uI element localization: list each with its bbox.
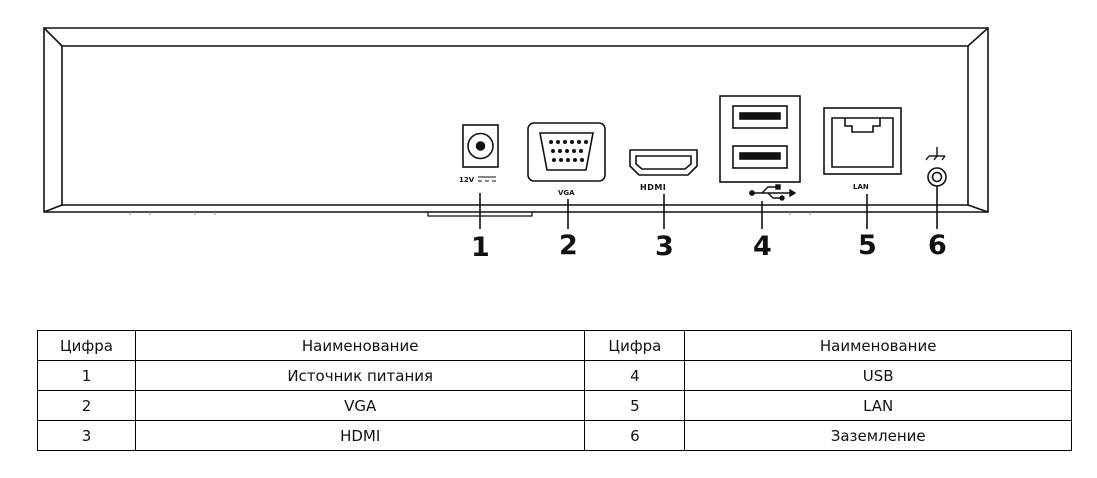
ground-icon: [925, 147, 946, 161]
usb-ports: [719, 95, 801, 201]
dc-symbol: [478, 176, 496, 182]
row-number: 2: [37, 390, 136, 421]
port-legend-table: Цифра Наименование Цифра Наименование 1 …: [37, 330, 1072, 451]
nvr-rear-panel-diagram: 12V VGA HDMI: [43, 27, 989, 263]
vga-port-label: VGA: [558, 189, 575, 197]
callout-1: 1: [471, 232, 490, 263]
header-number-1: Цифра: [37, 330, 136, 361]
callout-5: 5: [858, 230, 877, 261]
callout-4: 4: [753, 231, 772, 262]
callout-6: 6: [928, 230, 947, 261]
header-name-1: Наименование: [134, 330, 586, 361]
callout-3: 3: [655, 231, 674, 262]
table-row: 3 HDMI 6 Заземление: [37, 420, 1072, 451]
hdmi-port: HDMI: [629, 149, 698, 192]
dc-power-icon: [462, 124, 499, 168]
rj45-port-icon: [823, 107, 902, 175]
row-name: VGA: [134, 390, 586, 421]
usb-icon: [749, 184, 797, 201]
row-name: Заземление: [684, 420, 1072, 451]
row-name: HDMI: [134, 420, 586, 451]
row-number: 6: [584, 420, 686, 451]
table-row: 2 VGA 5 LAN: [37, 390, 1072, 421]
row-number: 1: [37, 360, 136, 391]
row-number: 5: [584, 390, 686, 421]
row-number: 3: [37, 420, 136, 451]
callout-leaders: [479, 186, 938, 229]
lan-port: LAN: [823, 107, 902, 191]
power-port-label: 12V: [459, 176, 475, 184]
chassis: [43, 27, 989, 217]
row-number: 4: [584, 360, 686, 391]
lan-port-label: LAN: [853, 183, 869, 191]
callout-2: 2: [559, 230, 578, 261]
table-row: 1 Источник питания 4 USB: [37, 360, 1072, 391]
vga-port-icon: [527, 122, 606, 182]
header-number-2: Цифра: [584, 330, 686, 361]
hdmi-port-label: HDMI: [640, 183, 666, 192]
row-name: USB: [684, 360, 1072, 391]
power-port: 12V: [459, 124, 499, 184]
header-name-2: Наименование: [684, 330, 1072, 361]
row-name: Источник питания: [134, 360, 586, 391]
table-header-row: Цифра Наименование Цифра Наименование: [37, 330, 1072, 361]
vga-port: VGA: [527, 122, 606, 197]
row-name: LAN: [684, 390, 1072, 421]
usb-port-block: [719, 95, 801, 183]
hdmi-port-icon: [629, 149, 698, 176]
